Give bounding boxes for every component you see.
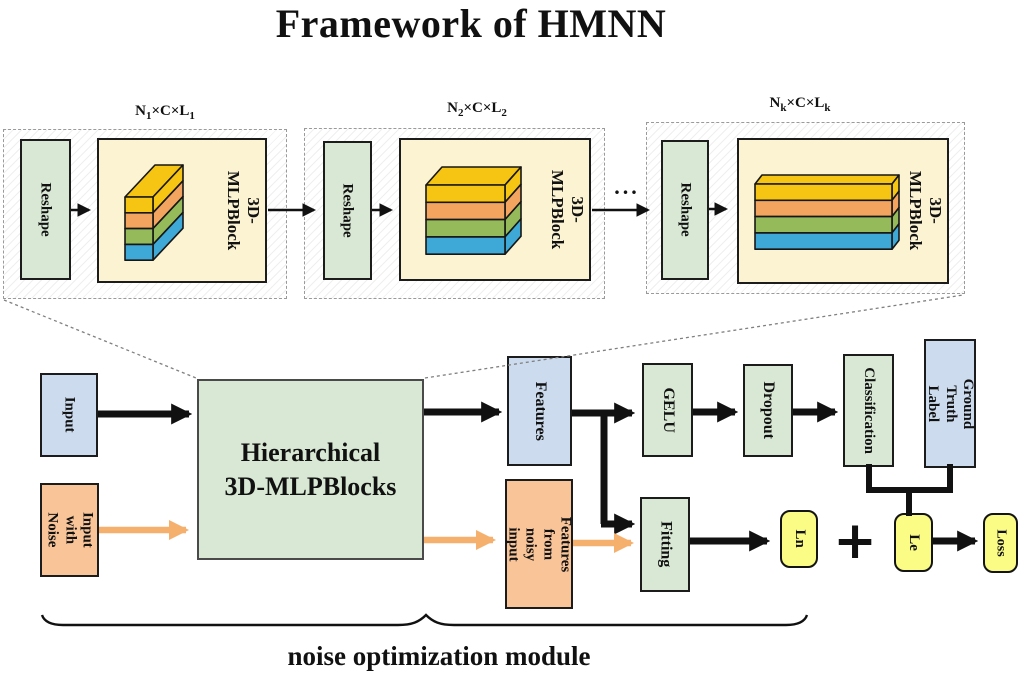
- stage2-reshape-label: Reshape: [340, 183, 357, 238]
- loss-label: Loss: [993, 529, 1009, 557]
- dropout-box: Dropout: [743, 364, 793, 457]
- dim-label-stage3: Nk×C×Lk: [769, 95, 831, 114]
- hierarchical-label: Hierarchical 3D-MLPBlocks: [224, 437, 397, 501]
- input-box: Input: [40, 373, 98, 457]
- stage3-mlpblock-label: 3D-MLPBlock: [907, 171, 946, 251]
- le-label: Le: [906, 534, 923, 551]
- stage1-reshape-label: Reshape: [38, 182, 55, 237]
- stage1-tensor-stack: [124, 164, 184, 261]
- gelu-box: GELU: [642, 363, 693, 457]
- ground-truth-label-box: Ground Truth Label: [924, 339, 976, 468]
- input-with-noise-box: Input with Noise: [40, 483, 99, 577]
- stage3-reshape-box: Reshape: [661, 140, 709, 280]
- hierarchical-3d-mlpblocks-box: Hierarchical 3D-MLPBlocks: [197, 379, 424, 560]
- input-label: Input: [61, 397, 78, 433]
- ellipsis: ...: [614, 174, 640, 199]
- features-label: Features: [531, 381, 549, 441]
- stage1-reshape-box: Reshape: [20, 139, 71, 280]
- classification-label: Classification: [861, 367, 878, 454]
- features-noisy-label: Features from noisy input: [505, 516, 574, 572]
- ground-truth-label: Ground Truth Label: [925, 378, 976, 429]
- input-with-noise-label: Input with Noise: [44, 512, 96, 548]
- expansion-line-left: [3, 299, 197, 379]
- fitting-label: Fitting: [657, 521, 675, 568]
- diagram-title: Framework of HMNN: [275, 1, 667, 46]
- stage2-mlpblock-box: 3D-MLPBlock: [399, 138, 591, 281]
- le-loss-box: Le: [894, 513, 933, 572]
- ln-label: Ln: [791, 529, 808, 549]
- stage1-mlpblock-label: 3D-MLPBlock: [225, 170, 264, 251]
- features-noisy-box: Features from noisy input: [505, 479, 574, 609]
- stage2-mlpblock-label: 3D-MLPBlock: [549, 169, 588, 250]
- dropout-label: Dropout: [760, 381, 778, 440]
- ln-loss-box: Ln: [780, 510, 818, 568]
- stage1-mlpblock-box: 3D-MLPBlock: [97, 138, 267, 283]
- connector-class-gtl-to-le: [866, 464, 953, 516]
- gelu-label: GELU: [659, 387, 677, 433]
- features-box: Features: [507, 356, 572, 466]
- stage3-tensor-stack: [754, 174, 900, 250]
- stage2-tensor-stack: [425, 166, 522, 255]
- stage3-mlpblock-box: 3D-MLPBlock: [737, 138, 949, 284]
- classification-box: Classification: [843, 354, 894, 467]
- noise-optimization-module-label: noise optimization module: [287, 641, 591, 671]
- dim-label-stage1: N1×C×L1: [135, 103, 195, 122]
- loss-box: Loss: [983, 513, 1018, 573]
- dim-label-stage2: N2×C×L2: [447, 100, 507, 119]
- noise-module-brace: [40, 613, 809, 627]
- fitting-box: Fitting: [640, 497, 690, 592]
- plus-operator: +: [833, 511, 877, 571]
- stage3-reshape-label: Reshape: [677, 182, 694, 238]
- stage2-reshape-box: Reshape: [323, 141, 372, 280]
